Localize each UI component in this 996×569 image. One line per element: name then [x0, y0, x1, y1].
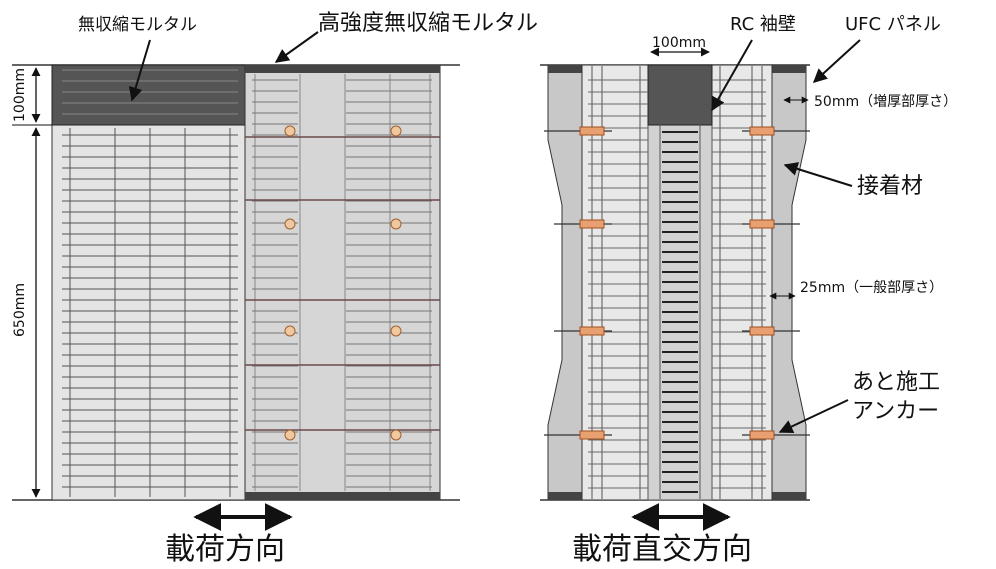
panel-joints [245, 136, 440, 431]
label-rc-wall: RC 袖壁 [730, 14, 796, 35]
dimension-lines-left [12, 67, 52, 498]
label-thick-50: 50mm（増厚部厚さ） [814, 94, 957, 110]
dim-100-top: 100mm [652, 35, 706, 51]
label-load-dir: 載荷方向 [165, 532, 285, 567]
right-view: 100mm RC 袖壁 UFC パネル 50mm（増厚部厚さ） 接着材 25mm… [540, 14, 957, 567]
label-thick-25: 25mm（一般部厚さ） [800, 280, 943, 296]
ufc-panel-face [244, 64, 441, 501]
rebar-mid [588, 66, 766, 499]
dim-650: 650mm [12, 283, 28, 337]
label-hs-mortar: 高強度無収縮モルタル [318, 11, 538, 36]
dim-100-vertical: 100mm [12, 68, 28, 122]
anchors-right [544, 126, 810, 440]
label-load-dir-perp: 載荷直交方向 [572, 532, 752, 567]
label-adhesive: 接着材 [857, 174, 923, 199]
label-ufc-panel: UFC パネル [845, 14, 941, 35]
left-view: 100mm 650mm 無収縮モルタル 高強度無収縮モルタル 載荷方向 [12, 11, 538, 567]
hs-mortar-bottom [245, 492, 440, 500]
label-anchor-2: アンカー [852, 399, 939, 424]
label-anchor-1: あと施工 [852, 370, 940, 395]
left-rc-wall [51, 64, 246, 501]
mortar-cap [51, 64, 246, 126]
label-mortar: 無収縮モルタル [78, 15, 197, 35]
rc-wall-cap [647, 64, 713, 126]
hs-mortar-top [245, 65, 440, 73]
anchor-bolts-left [284, 125, 402, 441]
rebar-right [252, 74, 432, 491]
rebar-left [62, 69, 238, 497]
